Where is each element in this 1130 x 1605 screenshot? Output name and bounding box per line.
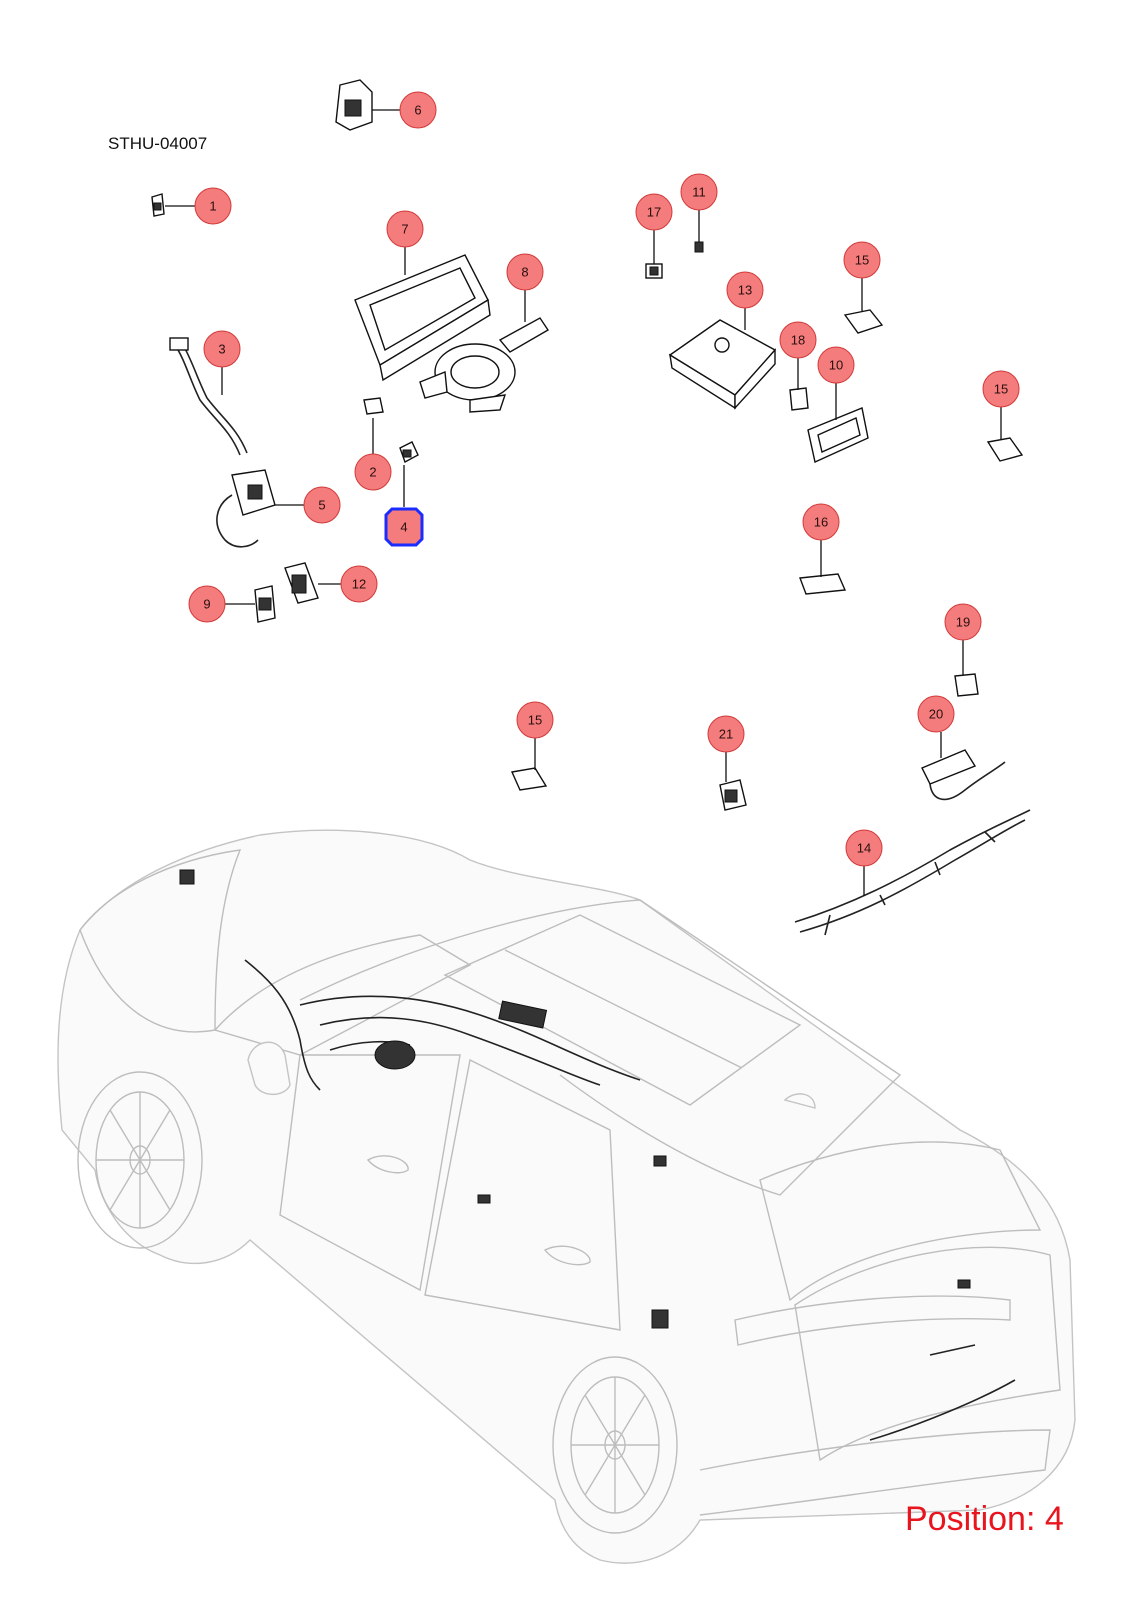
part-8-drawing (419, 317, 549, 413)
svg-text:17: 17 (647, 205, 661, 220)
part-18-drawing (789, 387, 809, 411)
callout-4-selected[interactable]: 4 (384, 507, 424, 547)
callout-6[interactable]: 6 (399, 91, 437, 129)
car-front-wheel (77, 1071, 203, 1249)
part-21-drawing (719, 779, 747, 811)
car-hood (79, 849, 242, 1033)
part-6-drawing (335, 79, 373, 131)
car-windshield (213, 934, 472, 1056)
part-19-drawing (954, 673, 979, 697)
part-17-drawing (645, 263, 663, 279)
part-12-drawing (284, 562, 319, 604)
callout-15-a[interactable]: 15 (843, 241, 881, 279)
callout-2[interactable]: 2 (354, 453, 392, 491)
part-10-drawing (807, 407, 869, 463)
part-1-drawing (151, 193, 165, 217)
part-15a-drawing (843, 309, 884, 334)
callout-15-b[interactable]: 15 (982, 370, 1020, 408)
car-rear-wheel (552, 1356, 678, 1534)
selected-highlight (384, 507, 424, 547)
car-tailgate (794, 1246, 1061, 1462)
svg-text:19: 19 (956, 615, 970, 630)
part-15b-drawing (986, 437, 1024, 462)
car-door-handle-rear (543, 1245, 591, 1266)
callout-14[interactable]: 14 (845, 829, 883, 867)
callout-10[interactable]: 10 (817, 346, 855, 384)
callout-12[interactable]: 12 (340, 565, 378, 603)
svg-text:10: 10 (829, 358, 843, 373)
part-15c-drawing (510, 767, 548, 791)
position-label: Position: 4 (905, 1500, 1064, 1538)
callout-1[interactable]: 1 (194, 187, 232, 225)
car-roofline (299, 899, 902, 1196)
part-13-drawing (668, 319, 777, 410)
part-9-drawing (254, 585, 276, 623)
car-panoramic-roof (443, 914, 802, 1106)
parts (151, 79, 1031, 936)
part-5-drawing (216, 469, 276, 548)
callout-16[interactable]: 16 (802, 503, 840, 541)
car-rear-door (424, 1058, 621, 1331)
car-rear-bumper (699, 1429, 1051, 1516)
part-16-drawing (799, 573, 847, 595)
callout-8[interactable]: 8 (506, 253, 544, 291)
callout-3[interactable]: 3 (203, 330, 241, 368)
svg-text:15: 15 (855, 253, 869, 268)
callout-21[interactable]: 21 (707, 715, 745, 753)
car-body (57, 829, 1076, 1564)
callout-9[interactable]: 9 (188, 585, 226, 623)
car-roof-divider (504, 949, 743, 1069)
vehicle-outline (57, 829, 1076, 1564)
svg-text:16: 16 (814, 515, 828, 530)
car-mirror (247, 1041, 291, 1096)
part-3-drawing (169, 337, 248, 456)
svg-text:14: 14 (857, 841, 871, 856)
callout-17[interactable]: 17 (635, 193, 673, 231)
car-tail-light (734, 1295, 1011, 1346)
svg-text:11: 11 (692, 185, 706, 200)
svg-text:5: 5 (318, 498, 325, 513)
callout-11[interactable]: 11 (680, 173, 718, 211)
svg-text:15: 15 (994, 382, 1008, 397)
svg-text:20: 20 (929, 707, 943, 722)
callout-13[interactable]: 13 (726, 271, 764, 309)
callout-5[interactable]: 5 (303, 486, 341, 524)
leader-lines (165, 109, 1002, 896)
svg-text:2: 2 (369, 465, 376, 480)
part-14-drawing (794, 809, 1031, 936)
callouts: 6 1 7 8 3 5 2 4 9 12 17 11 13 18 10 15 1… (188, 91, 1020, 867)
part-7-drawing (354, 254, 491, 382)
svg-text:3: 3 (218, 342, 225, 357)
svg-text:4: 4 (400, 520, 407, 535)
document-code: STHU-04007 (108, 134, 208, 153)
part-20-drawing (921, 749, 1006, 801)
vehicle-wiring (179, 869, 1016, 1441)
svg-text:8: 8 (521, 265, 528, 280)
car-door-handle-front (366, 1155, 409, 1174)
svg-text:6: 6 (414, 103, 421, 118)
car-rear-window (759, 1141, 1042, 1302)
svg-text:21: 21 (719, 727, 733, 742)
callout-15-c[interactable]: 15 (516, 701, 554, 739)
svg-text:7: 7 (401, 222, 408, 237)
callout-20[interactable]: 20 (917, 695, 955, 733)
part-11-drawing (694, 241, 704, 253)
svg-text:9: 9 (203, 597, 210, 612)
part-4-drawing (399, 441, 419, 464)
svg-text:18: 18 (791, 333, 805, 348)
svg-text:1: 1 (209, 199, 216, 214)
callout-19[interactable]: 19 (944, 603, 982, 641)
part-2-drawing (363, 397, 384, 415)
callout-7[interactable]: 7 (386, 210, 424, 248)
callout-18[interactable]: 18 (779, 321, 817, 359)
svg-text:13: 13 (738, 283, 752, 298)
svg-text:12: 12 (352, 577, 366, 592)
svg-text:15: 15 (528, 713, 542, 728)
